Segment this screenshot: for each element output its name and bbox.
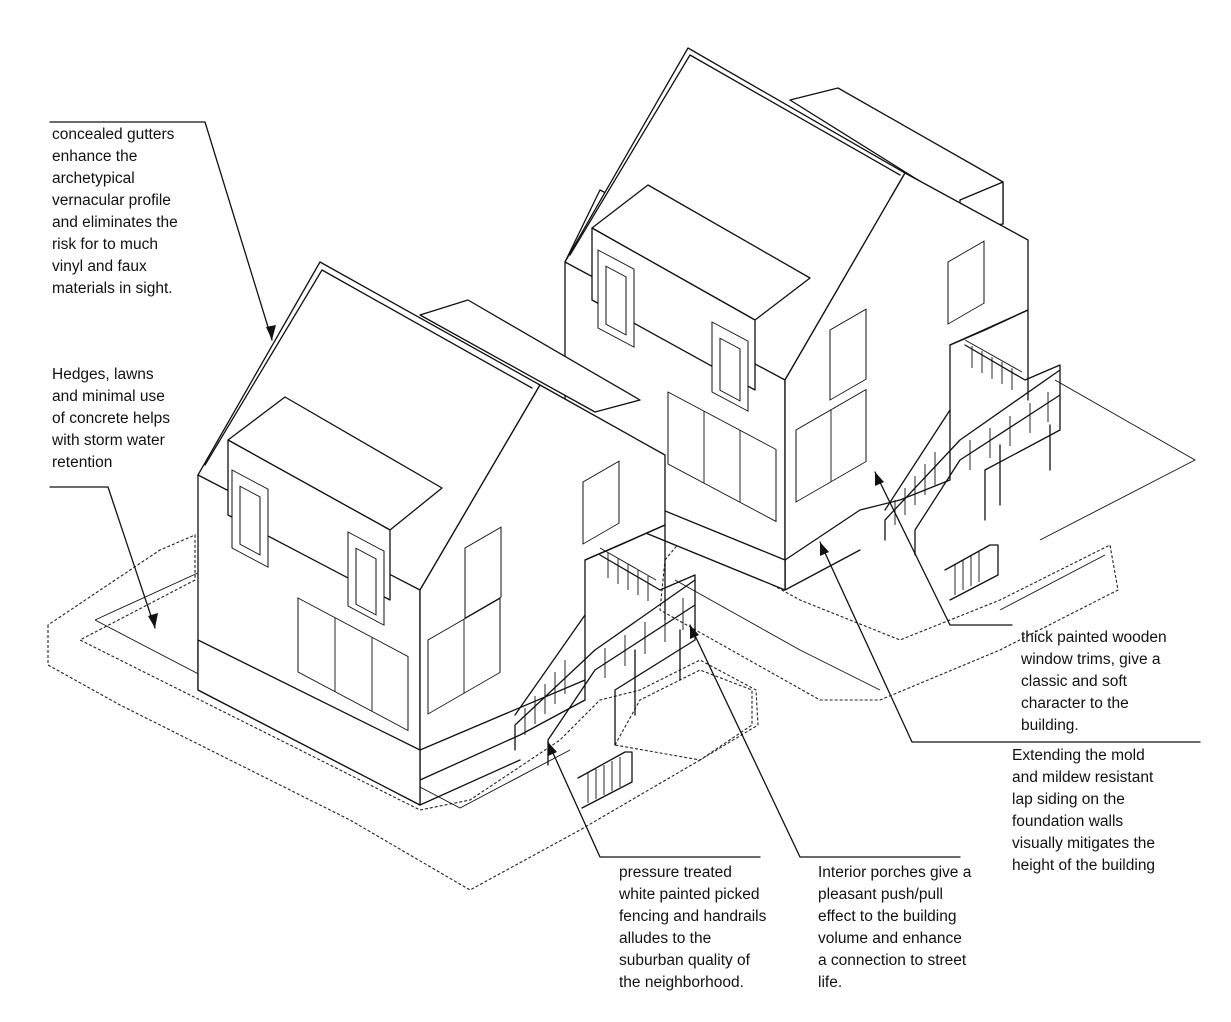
annotation-trims: thick painted wooden window trims, give … [1021, 629, 1167, 734]
leader-siding [819, 541, 1201, 743]
front-lot [47, 534, 759, 891]
annotation-gutters: concealed gutters enhance the archetypic… [52, 126, 178, 297]
leader-gutters [49, 121, 273, 341]
annotation-fencing: pressure treated white painted picked fe… [619, 864, 767, 991]
annotation-porches: Interior porches give a pleasant push/pu… [818, 864, 972, 991]
annotation-siding: Extending the mold and mildew resistant … [1012, 747, 1156, 874]
leader-fencing [547, 741, 761, 858]
house-front-fence [577, 751, 633, 809]
house-back [564, 47, 1061, 601]
front-hedge-outer [47, 534, 759, 891]
house-back-fence [944, 544, 999, 601]
house-front-porch [514, 524, 696, 766]
house-back-windows [597, 240, 985, 523]
house-back-porch [884, 309, 1061, 556]
leader-lines [49, 121, 1201, 858]
leader-trims [874, 471, 1013, 626]
leader-porches [689, 624, 961, 858]
annotation-hedges: Hedges, lawns and minimal use of concret… [52, 366, 171, 471]
front-hedge-inner-patch [614, 669, 753, 761]
house-front [197, 261, 696, 809]
house-front-windows [231, 460, 620, 732]
leader-hedges [49, 486, 156, 629]
